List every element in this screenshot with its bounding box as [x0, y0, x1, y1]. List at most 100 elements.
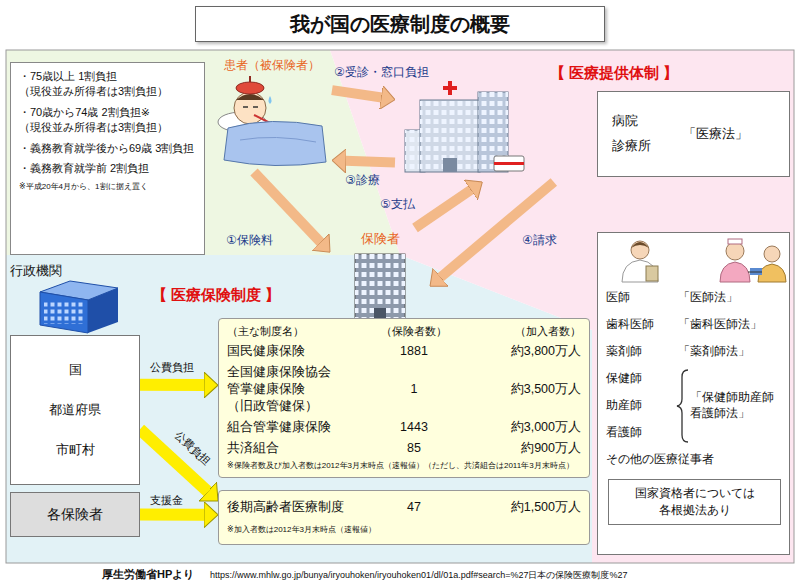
box-label: 各保険者	[47, 505, 103, 525]
elderly-insurance-box: 後期高齢者医療制度47約1,500万人 ※加入者数は2012年3月末時点（速報値）	[218, 490, 590, 545]
patient-illustration	[236, 94, 264, 100]
burden-box: ・75歳以上 1割負担 （現役並み所得者は3割負担） ・70歳から74歳 2割負担…	[10, 62, 205, 255]
cell: 組合管掌健康保険	[227, 419, 377, 436]
cell: 国民健康保険	[227, 343, 377, 360]
law-name: 「薬剤師法」	[678, 344, 781, 360]
note: ※平成20年4月から、1割に据え置く	[19, 181, 196, 192]
cell: 1443	[377, 419, 451, 436]
patient-illustration	[249, 76, 251, 82]
source: 厚生労働省HPより	[100, 567, 196, 582]
staff-illustration	[646, 266, 658, 281]
funding-arrow	[140, 379, 205, 391]
cell: ※加入者数は2012年3月末時点（速報値）	[227, 525, 581, 536]
insurer-building	[355, 254, 405, 322]
cell: 約3,000万人	[451, 419, 581, 436]
region-ground	[6, 255, 592, 563]
cell: 約900万人	[451, 440, 581, 457]
patient: 患者（被保険者）	[212, 55, 332, 172]
table-header: （加入者数）	[451, 324, 581, 339]
patient-illustration	[224, 121, 326, 165]
hospital-group: 病院 診療所 「医療法」	[395, 85, 792, 182]
region-heading: 【 医療保険制度 】	[150, 286, 282, 305]
cell: 85	[377, 440, 451, 457]
facility-box: 病院 診療所 「医療法」	[597, 91, 790, 177]
staff-illustration	[728, 239, 742, 244]
edge-label: ③診療	[345, 172, 380, 189]
region-ground	[330, 50, 794, 563]
staff-illustration	[720, 262, 750, 282]
bracket	[677, 370, 688, 442]
patient-illustration	[253, 106, 258, 108]
government-level: 国	[15, 361, 135, 379]
patient-illustration	[236, 82, 264, 94]
staff-box-fill	[597, 232, 790, 555]
source-url: https://www.mhlw.go.jp/bunya/iryouhoken/…	[208, 569, 629, 582]
insurer-label: 保険者	[330, 228, 430, 248]
profession: その他の医療従事者	[606, 452, 781, 468]
burden-item: ・75歳以上 1割負担 （現役並み所得者は3割負担）	[19, 69, 196, 100]
cell: ※保険者数及び加入者数は2012年3月末時点（速報値）（ただし、共済組合は201…	[227, 461, 581, 472]
cell: 47	[377, 499, 451, 516]
burden-item: ・70歳から74歳 2割負担※ （現役並み所得者は3割負担）	[19, 105, 196, 136]
government-building	[40, 281, 118, 333]
note-box: 国家資格者については 各根拠法あり	[608, 479, 781, 525]
cell: 1	[377, 381, 451, 398]
funding-arrow	[140, 509, 205, 521]
profession: 歯科医師	[606, 317, 678, 333]
staff-illustration	[726, 242, 744, 260]
facility-name: 病院 診療所	[612, 109, 659, 158]
hospital-illustration	[494, 156, 524, 171]
law-name: 「医療法」	[683, 126, 748, 143]
law-name: 「歯科医師法」	[678, 317, 781, 333]
patient-illustration	[240, 137, 316, 142]
staff-illustration	[631, 241, 649, 259]
profession: 保健師	[606, 371, 678, 387]
region-ground	[6, 50, 794, 563]
government-levels-box: 国都道府県市町村	[10, 335, 140, 485]
hospital-illustration	[420, 100, 480, 172]
region-heading: 【 医療提供体制 】	[548, 64, 680, 83]
edge-label: 公費負担	[150, 360, 194, 375]
note: 国家資格者については 各根拠法あり	[615, 485, 774, 519]
patient-illustration	[269, 96, 272, 104]
edge-label: ⑤支払	[380, 196, 415, 213]
table-header: （主な制度名）	[227, 324, 377, 339]
law-name: 「医師法」	[678, 290, 781, 306]
hospital-illustration	[494, 162, 524, 165]
hospital-illustration	[405, 81, 524, 172]
cell: 後期高齢者医療制度	[227, 499, 377, 516]
hospital-illustration	[443, 158, 457, 172]
insurer-building	[355, 254, 405, 322]
staff-illustration	[622, 239, 786, 282]
patient-label: 患者（被保険者）	[212, 55, 332, 74]
table-header: （保険者数）	[377, 324, 451, 339]
flow-arrow	[345, 161, 395, 163]
edge-label: 支援金	[150, 493, 183, 508]
flow-arrow	[332, 90, 382, 97]
hospital-illustration	[420, 100, 480, 172]
insurer: 保険者	[330, 228, 430, 325]
staff-illustration	[748, 272, 762, 273]
staff-illustration	[631, 242, 649, 248]
government-building	[40, 292, 88, 333]
staff-illustration	[764, 246, 780, 262]
government-building	[44, 300, 84, 324]
cell: 1881	[377, 343, 451, 360]
profession: 医師	[606, 290, 678, 306]
government-level: 市町村	[15, 441, 135, 459]
burden-item: ・義務教育就学前 2割負担	[19, 161, 196, 176]
edge-label: 公費負担	[171, 428, 213, 469]
government-level: 都道府県	[15, 401, 135, 419]
government-building	[88, 288, 118, 333]
heading: 行政機関	[10, 262, 140, 280]
law-name: 「保健師助産師看護師法」	[678, 390, 781, 421]
patient-illustration	[243, 106, 248, 108]
profession: 助産師	[606, 398, 678, 414]
staff-illustration	[622, 260, 658, 282]
title: 我が国の医療制度の概要	[195, 6, 605, 42]
cell: 約1,500万人	[451, 499, 581, 516]
flow-arrow	[254, 172, 321, 242]
bracket	[677, 370, 688, 442]
edge-label: ①保険料	[226, 232, 273, 249]
insurance-table: （主な制度名）（保険者数）（加入者数）国民健康保険1881約3,800万人全国健…	[218, 318, 590, 478]
